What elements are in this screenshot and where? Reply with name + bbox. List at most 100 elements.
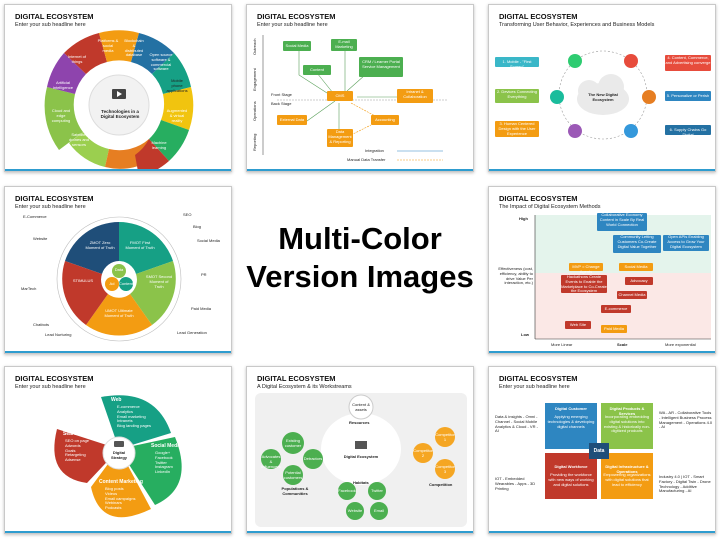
slide-thumb-6[interactable]: DIGITAL ECOSYSTEM Enter your sub headlin… (4, 366, 232, 534)
group-label: Resources (349, 420, 370, 425)
slide-footer-bar (489, 351, 715, 353)
petal-item: Intranets (117, 418, 133, 424)
ring-label: PR (201, 272, 207, 277)
ring-label: E-Commerce (23, 214, 47, 219)
quad-head: Digital Customer (554, 406, 587, 411)
cloud-center-label: The New Digital Ecosystem (588, 92, 618, 102)
matrix-item: Channel Media (617, 291, 647, 299)
petal-head: Search (63, 431, 80, 437)
petal-head: Social Media (151, 443, 182, 449)
box-content: Content (303, 65, 331, 75)
petal-item: SEO on page (65, 438, 90, 443)
slide-thumb-2[interactable]: DIGITAL ECOSYSTEM Enter your sub headlin… (246, 4, 474, 172)
petal-item: Webinars (105, 500, 122, 506)
petal-item: Email campaigns (105, 495, 136, 501)
bubble-label: Competitor 3 (435, 464, 455, 474)
petal-item: Facebook (155, 454, 173, 460)
slide-subtitle: Enter your sub headline here (15, 22, 86, 28)
quadrant-graphic (545, 403, 653, 499)
segment-label: Mobile phone applications (166, 78, 188, 93)
petal-item: Videos (105, 490, 118, 496)
segment-label: Artificial intelligence (52, 80, 73, 90)
slide-title: DIGITAL ECOSYSTEM (15, 12, 94, 21)
quad-body: Empowering organizations with digital so… (603, 472, 651, 487)
slide-thumb-4[interactable]: DIGITAL ECOSYSTEM Enter your sub headlin… (4, 186, 232, 354)
ring-label: Lead Nurturing (45, 332, 72, 337)
slide-title: DIGITAL ECOSYSTEM (257, 12, 336, 21)
right-item: 4. Content, Commerce, and Advertising co… (665, 55, 711, 71)
slide-subtitle: Transforming User Behavior, Experiences … (499, 22, 655, 28)
slide-thumb-3[interactable]: DIGITAL ECOSYSTEM Transforming User Beha… (488, 4, 716, 172)
slide-subtitle: A Digital Ecosystem & its Workstreams (257, 384, 352, 390)
ring-label: Social Media (197, 238, 220, 243)
legend-label: Integration (365, 148, 384, 153)
petal-item: Retargeting (65, 452, 86, 458)
side-note: WA - AR - Collaborative Tools - Intellig… (659, 410, 713, 430)
group-label: Competition (429, 482, 453, 487)
matrix-item: Collaborative Economy Content in Scale B… (597, 212, 647, 231)
petal-item: Google+ (155, 450, 171, 455)
box-cms: CMS (327, 91, 353, 101)
petal-item: Adwords (65, 442, 81, 448)
bubble-label: Competitor 1 (435, 432, 455, 442)
ring-label: Website (33, 236, 48, 241)
wheel-segment: ZMOT Zero Moment of Truth (85, 240, 115, 250)
segment-label: Blockchain & distributed database (124, 38, 144, 58)
heading-line-2: Version Images (246, 259, 474, 294)
slide-footer-bar (5, 531, 231, 533)
heading-line-1: Multi-Color (278, 221, 442, 256)
side-note: Industry 4.0 | IOT - Smart Factory - Dig… (659, 474, 711, 494)
petal-item: E-commerce (117, 404, 140, 409)
petal-list: SEO on page Adwords Goals Retargeting Ad… (65, 438, 90, 463)
segment-label: Internet of things (67, 54, 86, 64)
y-tick: High (519, 216, 528, 221)
right-item: 5. Personalize or Perish (665, 91, 711, 101)
quad-head: Digital Infrastructure & Operations (605, 464, 649, 474)
core-label: Content (118, 281, 133, 286)
box-crm: CRM / Learner Portal Service Management (359, 57, 403, 77)
petal-head: Web (111, 397, 122, 403)
ring-label: Chatbots (33, 322, 50, 327)
slide-thumb-5[interactable]: DIGITAL ECOSYSTEM The Impact of Digital … (488, 186, 716, 354)
row-label: Operations (252, 101, 257, 121)
left-item: 1. Mobile - "First Screen" (495, 57, 539, 69)
row-label: Outreach (252, 38, 257, 55)
row-label: Engagement (252, 68, 257, 91)
petal-item: Twitter (155, 459, 167, 465)
segment-label: Open source software & commercial softwa… (149, 52, 173, 72)
ring-label: SEO (183, 212, 192, 217)
petal-item: Adsense (65, 457, 81, 463)
box-social-media: Social Media (283, 41, 311, 51)
bubble-label: Facebook (338, 488, 356, 493)
matrix-item: Hackathons Create Events to Enable the M… (561, 274, 607, 294)
segment-label: Machine learning (151, 140, 167, 150)
quad-head: Digital Workforce (554, 464, 588, 469)
core-label: Ad (109, 281, 115, 286)
ecosystem-cloud (550, 50, 656, 140)
tech-ring (44, 30, 194, 171)
box-data-mgmt: Data Management & Reporting (327, 129, 353, 147)
bubble-label: Content & assets (352, 402, 370, 412)
strategy-flower (54, 395, 182, 518)
slide-subtitle: The Impact of Digital Ecosystem Methods (499, 204, 601, 210)
slide-thumb-8[interactable]: DIGITAL ECOSYSTEM Enter your sub headlin… (488, 366, 716, 534)
ring-label: Paid Media (191, 306, 212, 311)
slide-footer-bar (5, 169, 231, 171)
slide-title: DIGITAL ECOSYSTEM (15, 194, 94, 203)
group-label: Populations & Communities (281, 486, 309, 496)
slide-thumb-1[interactable]: DIGITAL ECOSYSTEM Enter your sub headlin… (4, 4, 232, 172)
matrix-item: Web Site (565, 321, 591, 329)
bubble-label: Existing customer (284, 438, 302, 448)
quad-body: Incorporating embedding digital solution… (603, 414, 651, 434)
wheel-segment: STIMULUS (72, 278, 94, 283)
moment-wheel (56, 216, 182, 342)
petal-item: Blog posts (105, 486, 124, 491)
core-label: Data (114, 267, 124, 272)
quad-body: Applying emerging technologies & develop… (547, 414, 595, 429)
slide-thumb-7[interactable]: DIGITAL ECOSYSTEM A Digital Ecosystem & … (246, 366, 474, 534)
right-item: 6. Supply Chains Go Digital (665, 125, 711, 137)
row-label: Reporting (252, 133, 257, 151)
slide-footer-bar (489, 169, 715, 171)
slide-footer-bar (5, 351, 231, 353)
quad-body: Providing the workforce with new ways of… (548, 472, 594, 487)
